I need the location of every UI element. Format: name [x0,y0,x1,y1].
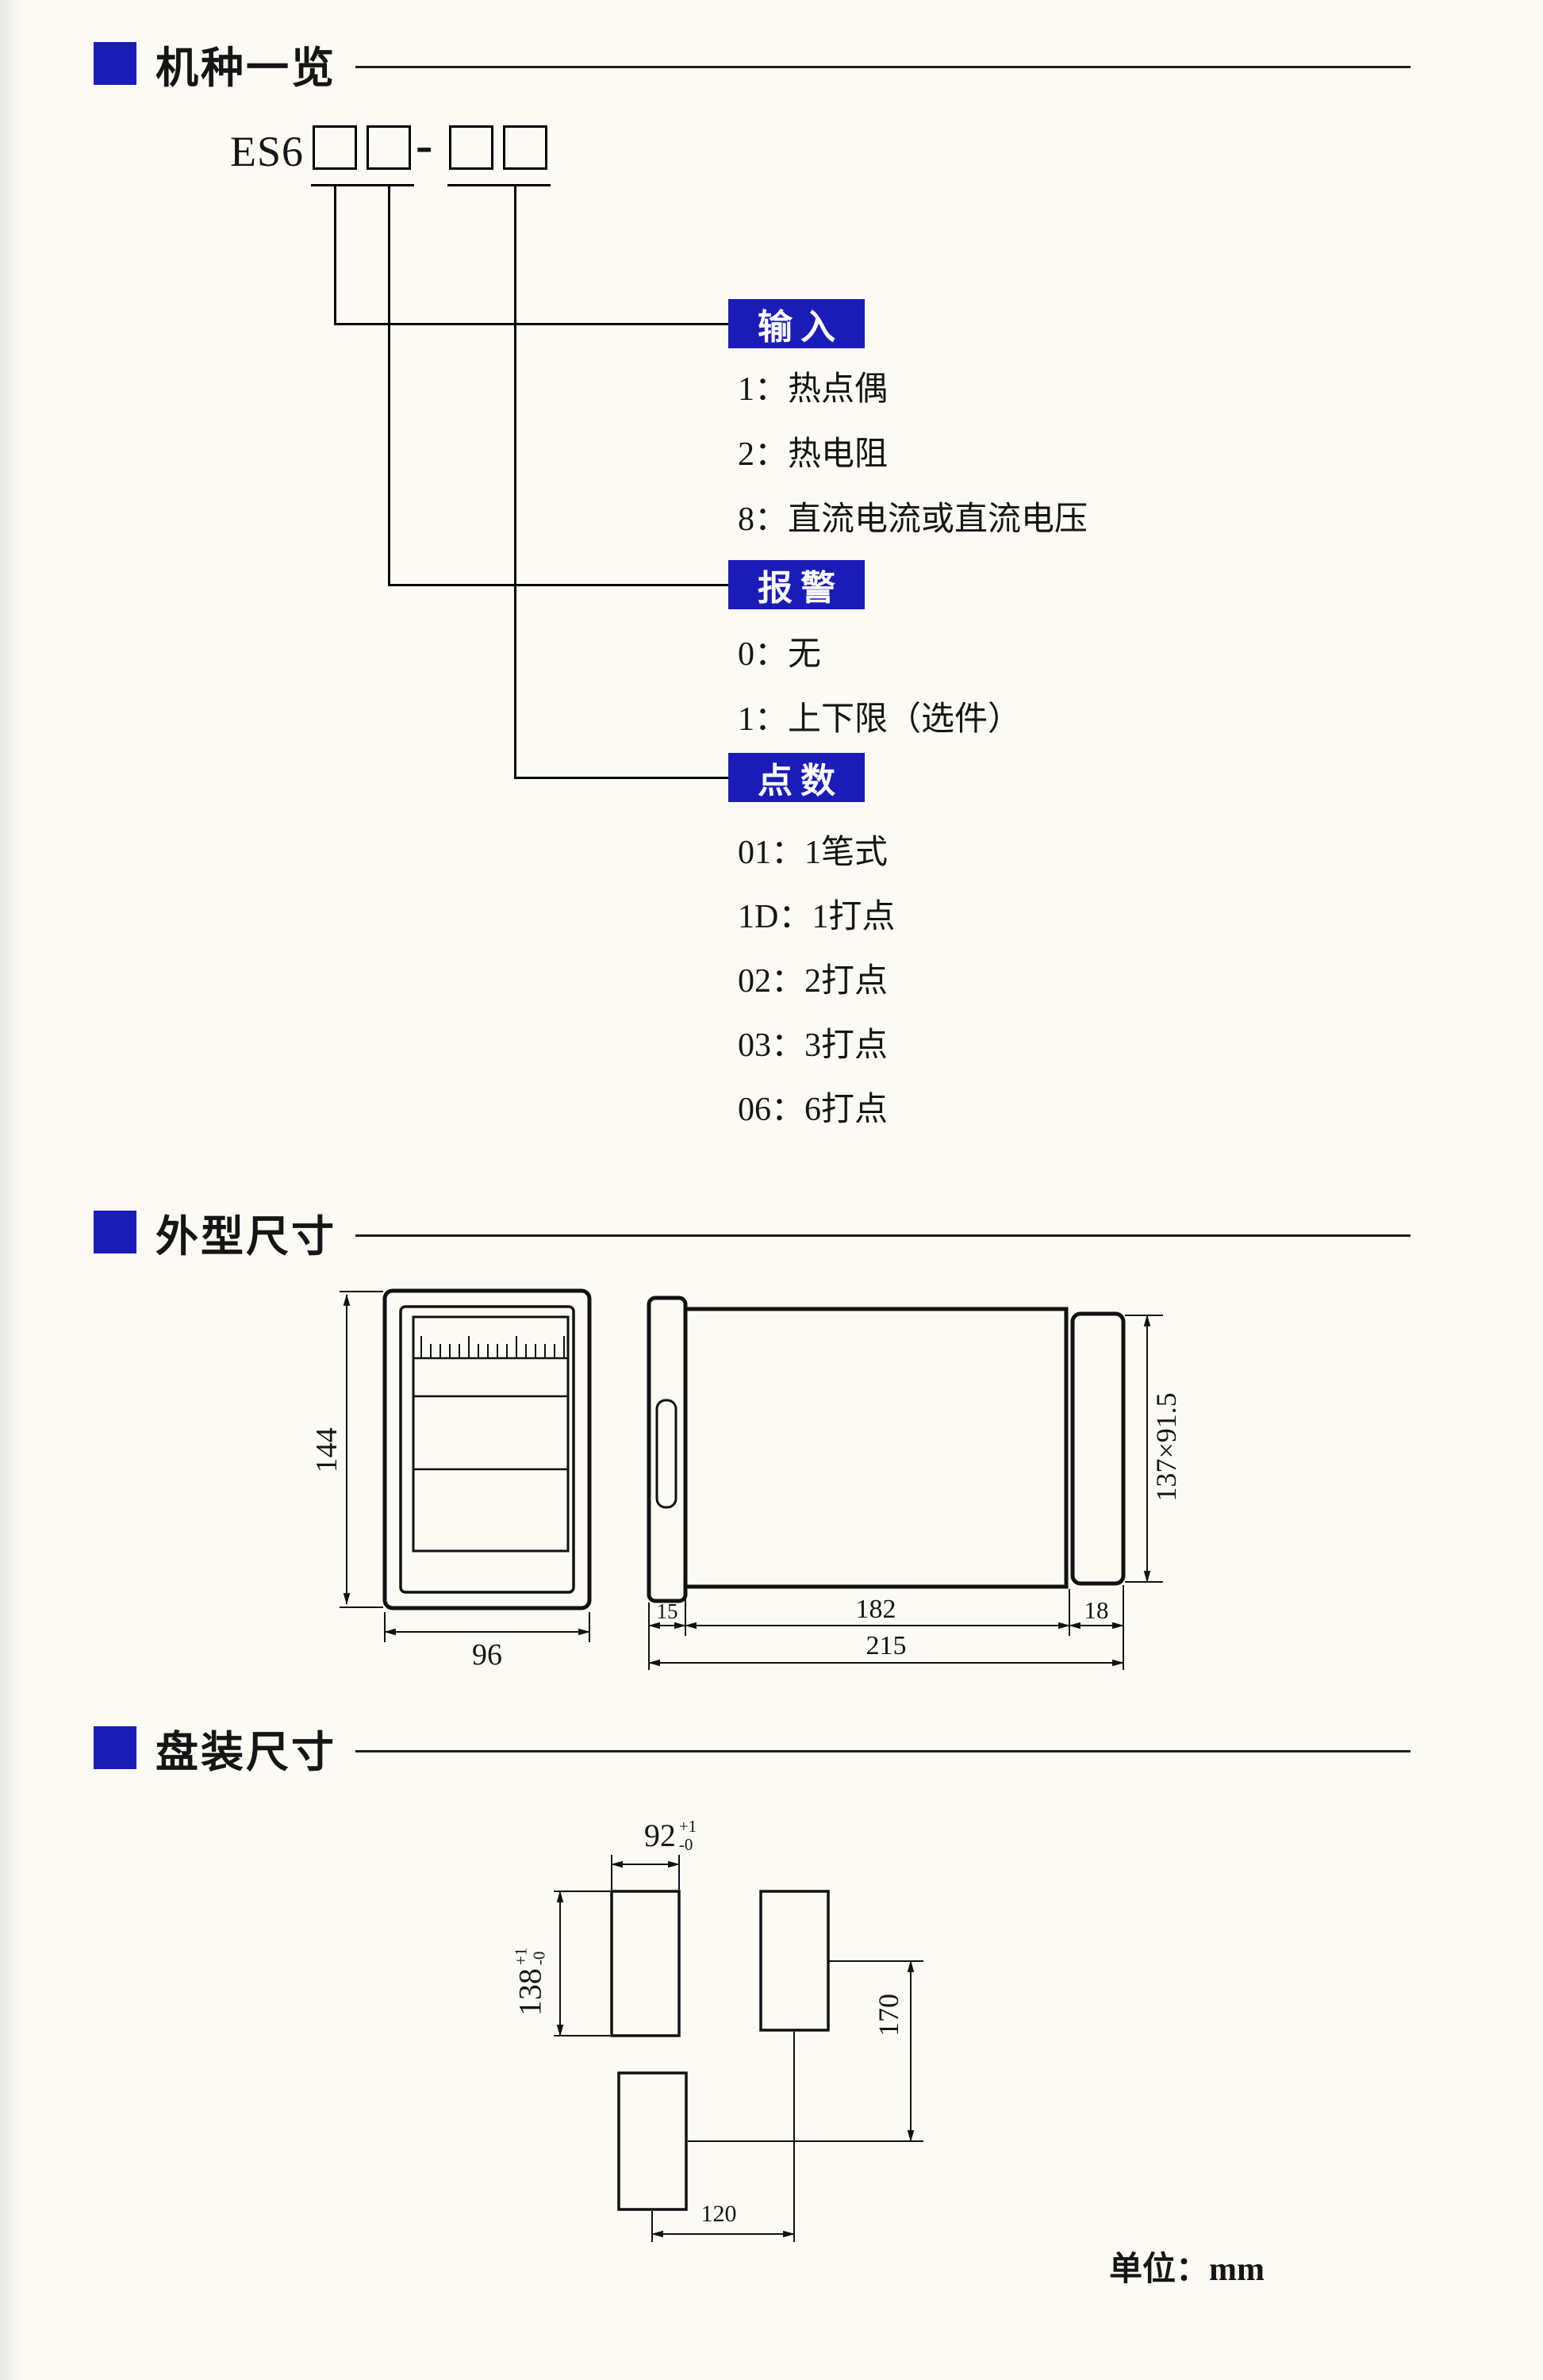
connector-input-vertical [334,186,336,325]
unit-note: 单位：mm [1109,2251,1265,2288]
front-chart-window [412,1315,570,1553]
front-view-bezel [399,1305,575,1594]
dim-total-depth: 215 [866,1631,907,1660]
list-item: 8：直流电流或直流电压 [738,501,1088,538]
dim-flange-depth: 15 [656,1599,678,1623]
tolerance-plus: +1 [678,1817,697,1837]
list-item: 1：热点偶 [738,371,889,408]
cutout-upper-right [759,1890,830,2032]
code-underline-right [447,184,551,186]
tolerance-stack: +1-0 [679,1818,697,1852]
connector-points-horizontal [514,777,728,779]
cutout-upper-left [610,1890,681,2037]
code-underline-left [311,184,414,186]
heading-rule [355,1234,1411,1237]
list-item: 1：上下限（选件） [738,701,1022,738]
extension-lines [688,1960,923,2142]
section-marker-icon [94,1211,136,1253]
section-marker-icon [94,42,136,85]
tick-marks [420,1336,565,1358]
list-item: 0：无 [738,636,822,673]
section-marker-icon [94,1726,136,1769]
dim-horizontal-pitch: 120 [700,2201,737,2227]
group-label-input: 输入 [728,299,865,348]
dim-cutout-width: 92+1-0 [644,1817,697,1854]
section-heading-models: 机种一览 [94,40,1411,92]
extension-lines [384,1612,590,1642]
section-heading-outline: 外型尺寸 [94,1208,1411,1261]
extension-lines [648,1585,1124,1670]
dim-front-width: 96 [472,1638,502,1672]
model-code-box-4 [503,125,547,170]
list-item: 06：6打点 [738,1092,889,1128]
model-code-box-3 [449,125,493,170]
list-item: 03：3打点 [738,1027,889,1064]
model-prefix: ES6 [230,128,305,175]
side-front-flange [647,1296,688,1603]
outline-dimension-drawing [340,1288,1163,1670]
heading-rule [355,65,1411,68]
dim-vertical-pitch: 170 [873,1994,904,2036]
group-label-points: 点数 [728,753,865,802]
dim-front-height: 144 [310,1427,344,1473]
extension-lines [340,1291,383,1608]
tolerance-minus: -0 [678,1834,693,1854]
model-code-box-1 [313,125,357,170]
front-view-outline [382,1288,592,1610]
tolerance-stack: +1-0 [511,1947,548,1966]
panel-cutout-drawing [554,1855,923,2242]
dim-side-face: 137×91.5 [1150,1392,1182,1502]
list-item: 2：热电阻 [738,436,889,473]
section-title-panel: 盘装尺寸 [155,1728,336,1776]
model-code-separator: - [416,117,433,173]
side-body [683,1307,1069,1589]
group-label-alarm: 报警 [728,560,865,609]
tolerance-minus: -0 [529,1951,548,1966]
heading-rule [355,1749,1411,1752]
extension-lines [554,1891,610,2036]
connector-alarm-vertical [388,186,390,585]
cutout-lower-left [617,2071,688,2211]
connector-points-vertical [514,186,516,778]
dim-cap-depth: 18 [1084,1596,1109,1624]
dim-body-depth: 182 [855,1595,896,1624]
list-item: 1D：1打点 [738,899,896,935]
section-title-outline: 外型尺寸 [155,1212,336,1261]
connector-input-horizontal [334,323,728,325]
dim-cutout-width-value: 92 [643,1818,676,1853]
list-item: 02：2打点 [738,963,889,1000]
connector-alarm-horizontal [388,584,728,586]
extension-lines [611,1855,680,1890]
dim-cutout-height: 138 +1-0 [512,1948,549,2016]
section-heading-panel: 盘装尺寸 [94,1724,1411,1776]
model-code-box-2 [367,125,411,170]
dim-cutout-height-value: 138 [512,1968,548,2017]
side-rear-cap [1070,1311,1126,1586]
side-handle-slot [655,1399,677,1509]
tolerance-plus: +1 [511,1947,531,1966]
section-title-models: 机种一览 [155,44,336,92]
list-item: 01：1笔式 [738,835,889,871]
